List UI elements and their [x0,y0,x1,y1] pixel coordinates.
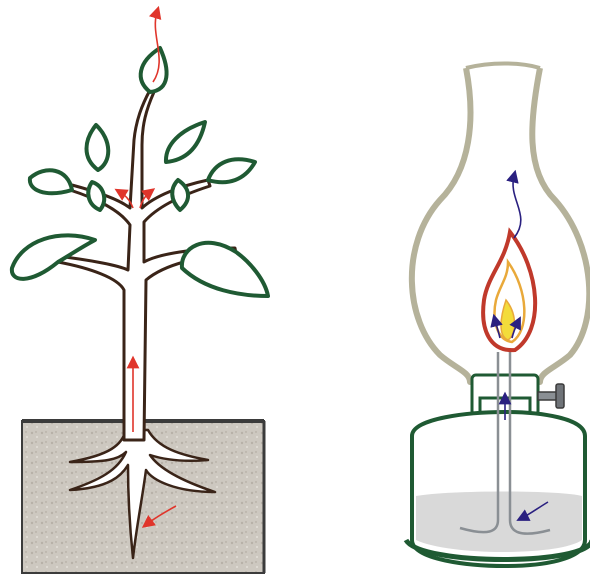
leaf-upper-left [87,125,109,170]
leaf-upper-right [166,122,205,162]
leaf-lower-left [12,235,95,279]
leaf-mid-right [208,159,255,182]
leaf-lower-right [182,243,268,296]
wick-knob-icon [538,384,564,408]
oil-lamp-figure [406,64,590,567]
leaf-mid-right-small [172,180,188,210]
fuel-arrow-top [513,176,521,238]
lamp-flame [483,232,535,350]
leaf-top [141,48,167,92]
plant-figure [12,12,268,573]
leaf-mid-left [30,170,72,193]
leaf-mid-left-small [88,182,104,210]
